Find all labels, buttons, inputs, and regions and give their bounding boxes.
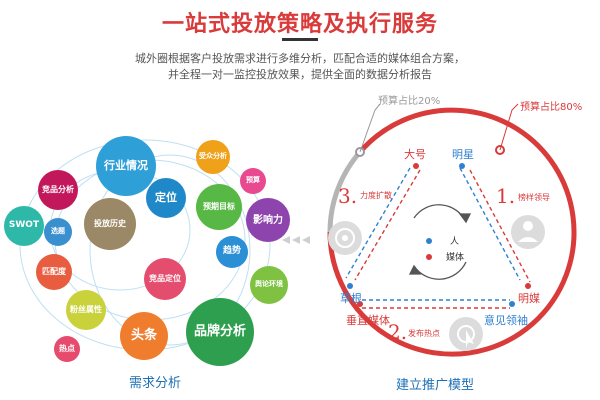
description-line-2: 并全程一对一监控投放效果，提供全面的数据分析报告 [168, 68, 432, 81]
bubble-label: 竞品分析 [42, 184, 74, 194]
tri-edge-right-red [469, 169, 531, 283]
step-2-number: 2. [388, 320, 408, 344]
bubble-label: 粉丝属性 [70, 304, 102, 314]
bubble-influence: 影响力 [246, 198, 290, 242]
budget-arc-gray [327, 150, 362, 233]
node-opinion-leader: 意见领袖 [484, 314, 528, 327]
step-3-number: 3. [338, 184, 358, 208]
budget-label-80: 预算占比80% [520, 102, 583, 113]
page-title: 一站式投放策略及执行服务 [161, 12, 438, 37]
legend-label-media: 媒体 [446, 253, 465, 263]
bubble-match: 匹配度 [36, 254, 72, 290]
bubble-swot: SWOT [4, 206, 44, 246]
step-1-label: 榜样领导 [518, 193, 550, 202]
step-1-number: 1. [496, 184, 516, 208]
bubble-competitor-positioning: 竞品定位 [144, 258, 186, 300]
tri-edge-left-red [354, 169, 421, 281]
step-2-label: 发布热点 [408, 329, 440, 338]
legend-dot-people [426, 238, 432, 244]
bubble-label: 选题 [51, 227, 65, 236]
bubble-label: 品牌分析 [193, 323, 246, 339]
bubble-industry: 行业情况 [96, 136, 156, 196]
step-3-label: 力度扩散 [360, 191, 392, 200]
bubble-label: 预算 [246, 176, 260, 185]
bubble-label: 竞品定位 [149, 273, 181, 283]
bubble-label: 趋势 [222, 246, 241, 257]
bubble-positioning: 定位 [146, 178, 186, 218]
tri-edge-left-blue [345, 167, 411, 279]
title-underline [282, 38, 318, 41]
bubble-trend: 趋势 [216, 236, 248, 268]
bubble-budget: 预算 [240, 168, 266, 194]
signal-icon [328, 221, 362, 255]
bubble-label: SWOT [8, 220, 40, 231]
legend-dot-media [426, 254, 432, 260]
bubble-label: 行业情况 [104, 158, 148, 172]
tri-edge-right-blue [459, 167, 521, 281]
leader-line-red [499, 103, 519, 151]
cursor-icon [449, 317, 483, 351]
description-line-1: 城外圈根据客户投放需求进行多维分析，匹配合适的媒体组合方案， [135, 52, 465, 65]
bubble-label: 头条 [130, 327, 157, 343]
bubble-label: 舆论环境 [255, 280, 283, 289]
node-vertical-media: 垂直媒体 [346, 314, 390, 327]
bubble-hotspot: 热点 [54, 336, 80, 362]
bubble-label: 定位 [155, 190, 177, 204]
bubble-label: 匹配度 [42, 266, 66, 276]
bubble-label: 热点 [59, 343, 75, 353]
bubble-topic: 选题 [44, 218, 72, 246]
bubble-label: 投放历史 [94, 218, 126, 228]
bubble-opinion-environment: 舆论环境 [250, 266, 288, 304]
node-dots [347, 163, 531, 307]
leader-line-gray [359, 103, 381, 153]
bubble-expected-goal: 预期目标 [196, 184, 242, 230]
bubble-label: 预期目标 [203, 201, 235, 211]
bubble-headline: 头条 [120, 312, 168, 360]
node-major-media: 明媒 [518, 292, 540, 305]
bubble-audience: 受众分析 [196, 140, 230, 174]
right-caption: 建立推广模型 [395, 378, 474, 393]
bubble-brand-analysis: 品牌分析 [186, 298, 254, 366]
node-grassroots: 草根 [340, 292, 362, 305]
budget-arc-red [327, 107, 577, 357]
bubble-label: 影响力 [253, 214, 283, 226]
budget-label-20: 预算占比20% [378, 96, 441, 107]
bubble-fan-attributes: 粉丝属性 [66, 290, 106, 330]
person-icon [511, 215, 545, 249]
node-celebrity: 明星 [452, 148, 474, 161]
bubble-competitor-analysis: 竞品分析 [38, 170, 78, 210]
left-caption: 需求分析 [128, 376, 181, 391]
legend-label-people: 人 [450, 237, 460, 247]
bubble-placement-history: 投放历史 [84, 198, 136, 250]
bubble-label: 受众分析 [199, 152, 227, 161]
cycle-arrows [408, 204, 472, 280]
node-big-account: 大号 [404, 148, 426, 161]
